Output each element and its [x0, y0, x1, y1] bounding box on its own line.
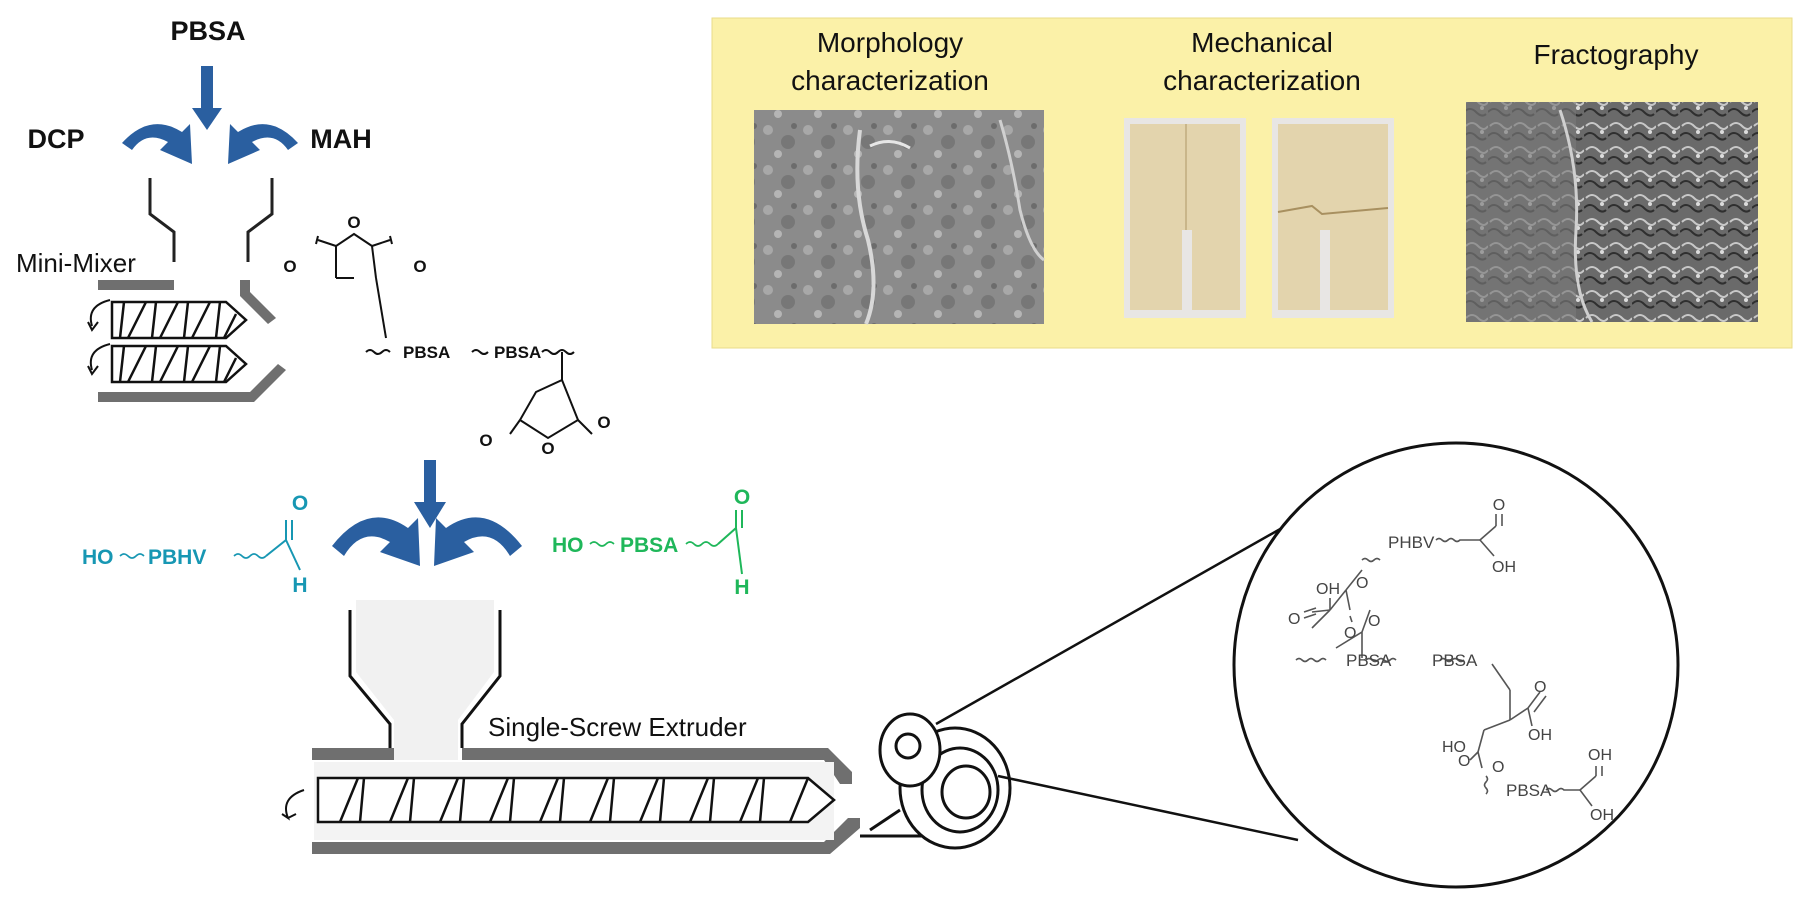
extruder-label: Single-Screw Extruder: [488, 712, 747, 742]
zoom-oh-5: OH: [1590, 807, 1614, 824]
pbsa-o-label: O: [734, 486, 750, 509]
pbhv-ho-label: HO: [82, 546, 114, 569]
curved-arrow-right-2-icon: [434, 517, 522, 566]
zoom-o-1: O: [1493, 497, 1505, 514]
zoom-ho-1: HO: [1442, 739, 1466, 756]
mixer-barrel-top: [98, 280, 174, 290]
zoom-o-6: O: [1534, 679, 1546, 696]
pbsa-ho-label: HO: [552, 534, 584, 557]
mechanical-title-2: characterization: [1163, 65, 1361, 96]
zoom-line-top: [935, 526, 1283, 726]
zoom-oh-3: OH: [1528, 727, 1552, 744]
mixer-barrel-bottom: [98, 364, 286, 402]
zoom-phbv: PHBV: [1388, 533, 1435, 552]
twin-screw: [110, 300, 248, 384]
curved-arrow-left-icon: [122, 124, 192, 164]
pbsa-wave-1: [589, 541, 615, 547]
curved-arrow-left-2-icon: [332, 517, 420, 566]
pbsa-chain-label: PBSA: [620, 534, 678, 557]
barrel-bottom: [312, 818, 860, 854]
rotation-arrow-icon: [89, 299, 111, 371]
pbsa-aldehyde-bonds: [717, 510, 743, 575]
barrel-top-right: [462, 748, 852, 784]
zoom-structure-labels: PHBV O OH O OH O O O PBSA PBSA O OH HO O…: [1288, 497, 1614, 824]
zoom-oh-2: OH: [1316, 581, 1340, 598]
zoom-pbsa-bottom: PBSA: [1506, 781, 1552, 800]
down-arrow-icon: [192, 66, 222, 130]
graft-o-6: O: [597, 413, 610, 432]
fractography-title: Fractography: [1534, 39, 1699, 70]
zoom-oh-1: OH: [1492, 559, 1516, 576]
single-screw-extruder: Single-Screw Extruder: [281, 600, 860, 854]
rotation-arrowhead-icon: [87, 321, 99, 376]
zoom-line-bottom: [997, 774, 1299, 842]
zoom-o-8: O: [1492, 759, 1504, 776]
graft-o-2: O: [347, 213, 360, 232]
extruder-screw: [316, 776, 836, 824]
mechanical-title-1: Mechanical: [1191, 27, 1333, 58]
zoom-o-4: O: [1344, 625, 1356, 642]
extruder-rotation-icon: [281, 789, 305, 821]
filament-roll-icon: [860, 712, 1012, 850]
zoom-o-7: O: [1458, 753, 1470, 770]
curved-arrow-right-icon: [228, 124, 298, 164]
down-arrow-2-icon: [414, 460, 446, 528]
feed-mah-label: MAH: [310, 124, 372, 154]
pbhv-h-label: H: [292, 574, 307, 597]
pbhv-wave-2: [233, 553, 267, 559]
barrel-top-left: [312, 748, 394, 760]
fractography-sem-image: [1466, 102, 1758, 323]
zoom-structure-bonds: [1295, 514, 1603, 807]
morphology-sem-image: [754, 110, 1045, 325]
pbhv-chain-label: PBHV: [148, 546, 206, 569]
zoom-o-5: O: [1368, 613, 1380, 630]
zoom-circle: [1232, 441, 1680, 889]
extruder-feed-group: HO PBHV O H HO PBSA O H: [82, 460, 750, 599]
pbhv-o-label: O: [292, 492, 308, 515]
graft-chain-left: PBSA: [403, 343, 450, 362]
pbhv-aldehyde-bonds: [265, 520, 301, 571]
zoom-pbsa-right: PBSA: [1432, 651, 1478, 670]
zoom-o-2: O: [1356, 575, 1368, 592]
morphology-title-1: Morphology: [817, 27, 963, 58]
graft-o-1: O: [283, 257, 296, 276]
mini-mixer-group: PBSA DCP MAH Mini-Mixer: [16, 16, 372, 402]
zoom-o-3: O: [1288, 611, 1300, 628]
extruder-hopper-fill: [356, 600, 494, 760]
graft-o-5: O: [541, 439, 554, 458]
feed-dcp-label: DCP: [27, 124, 84, 154]
pbsa-h-label: H: [734, 576, 749, 599]
morphology-title-2: characterization: [791, 65, 989, 96]
feed-pbsa-label: PBSA: [170, 16, 245, 46]
zoom-oh-4: OH: [1588, 747, 1612, 764]
pbhv-wave-1: [119, 553, 145, 559]
mini-mixer-label: Mini-Mixer: [16, 248, 136, 278]
zoom-pbsa-left: PBSA: [1346, 651, 1392, 670]
graft-o-3: O: [413, 257, 426, 276]
tensile-specimen-1: [1124, 118, 1246, 318]
extruder-hopper: [348, 610, 502, 748]
tensile-specimen-2: [1272, 118, 1394, 318]
graft-chain-right: PBSA: [494, 343, 541, 362]
pbsa-wave-2: [685, 541, 719, 547]
mixer-barrel-top-right: [240, 280, 276, 324]
pbsa-g-mah-structure: [315, 232, 593, 440]
graft-o-4: O: [479, 431, 492, 450]
mixer-hopper: [148, 178, 274, 262]
